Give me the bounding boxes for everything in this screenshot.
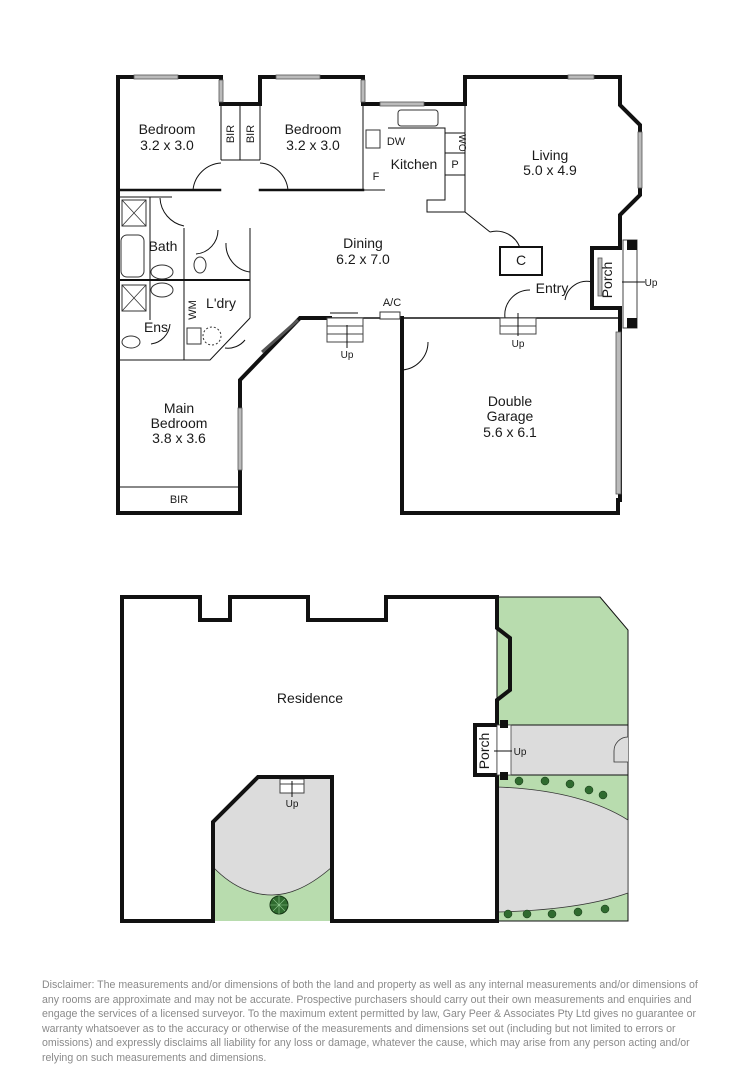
fridge-label: F (373, 171, 380, 183)
bedroom-1-size: 3.2 x 3.0 (140, 137, 194, 153)
ensuite-label: Ens (144, 319, 168, 335)
ac-label: A/C (383, 297, 401, 309)
site-porch-label: Porch (476, 733, 492, 770)
bedroom-1-label: Bedroom (139, 121, 196, 137)
main-bedroom-size: 3.8 x 3.6 (152, 430, 206, 446)
washing-machine-label: WM (187, 300, 199, 320)
dishwasher-label: DW (387, 136, 406, 148)
stairs-up-label-2: Up (512, 339, 525, 350)
disclaimer-text: Disclaimer: The measurements and/or dime… (42, 979, 698, 1064)
wall-oven-label: WO (456, 134, 467, 151)
windows (133, 74, 643, 495)
pantry-label: P (451, 159, 458, 171)
porch-label: Porch (599, 262, 615, 299)
entry-label: Entry (536, 280, 569, 296)
stairs (326, 239, 645, 348)
room-labels: Bedroom 3.2 x 3.0 BIR BIR Bedroom 3.2 x … (139, 121, 658, 506)
dining-label: Dining (343, 235, 383, 251)
stairs-up-label-1: Up (341, 350, 354, 361)
residence-label: Residence (277, 690, 343, 706)
main-bedroom-label-1: Main (164, 400, 194, 416)
site-labels: Residence Porch Up Up (277, 690, 527, 810)
stairs-up-label-3: Up (645, 278, 658, 289)
doors (150, 162, 593, 371)
kitchen-label: Kitchen (391, 156, 438, 172)
closet-label: C (516, 252, 526, 268)
laundry-label: L'dry (206, 295, 236, 311)
fixtures (120, 109, 439, 349)
shrubs (503, 776, 610, 919)
bir-1-label: BIR (225, 125, 237, 143)
garage-size: 5.6 x 6.1 (483, 424, 537, 440)
bir-2-label: BIR (245, 125, 257, 143)
main-bir-label: BIR (170, 494, 188, 506)
bedroom-2-label: Bedroom (285, 121, 342, 137)
living-label: Living (532, 147, 569, 163)
site-plan (120, 595, 629, 923)
garage-label-1: Double (488, 393, 533, 409)
dining-size: 6.2 x 7.0 (336, 251, 390, 267)
bath-label: Bath (149, 238, 178, 254)
site-up-label-porch: Up (514, 747, 527, 758)
bedroom-2-size: 3.2 x 3.0 (286, 137, 340, 153)
garage-label-2: Garage (487, 408, 534, 424)
living-size: 5.0 x 4.9 (523, 162, 577, 178)
site-up-label-court: Up (286, 799, 299, 810)
main-bedroom-label-2: Bedroom (151, 415, 208, 431)
